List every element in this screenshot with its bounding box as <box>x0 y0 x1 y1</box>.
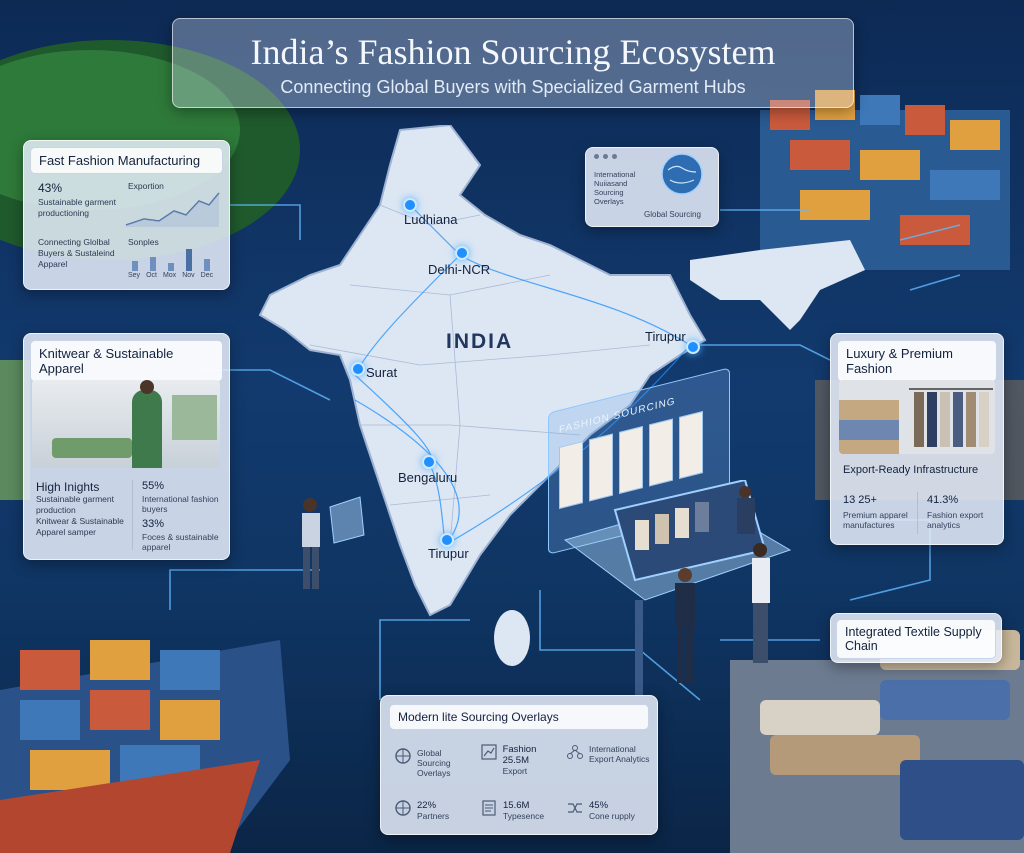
fast-fashion-title: Fast Fashion Manufacturing <box>30 147 223 174</box>
city-dot-tirupur-east[interactable] <box>686 340 700 354</box>
trend-chart-icon <box>481 744 497 760</box>
clothing-rack-photo <box>839 380 995 454</box>
person-icon <box>752 543 770 663</box>
insights-title: High Inights <box>36 480 100 494</box>
overlay-item-value: 15.6M <box>503 800 530 811</box>
bar-chart-icon <box>132 249 210 271</box>
month-label: Mox <box>162 272 177 279</box>
overlay-item-label: Partners <box>417 811 450 821</box>
insight-2: Knitwear & Sustainable Apparel samper <box>36 516 124 537</box>
global-sourcing-panel: International Nuiiasand Sourcing Overlay… <box>585 147 719 227</box>
fast-fashion-stat-value: 43% <box>38 181 63 195</box>
overlay-item[interactable]: 22% Partners <box>395 800 475 821</box>
luxury-stat2-value: 41.3% <box>927 494 959 506</box>
month-label: Sey <box>128 272 141 279</box>
globe-icon <box>395 800 411 816</box>
city-dot-delhi[interactable] <box>455 246 469 260</box>
city-dot-bengaluru[interactable] <box>422 455 436 469</box>
overlay-item[interactable]: 15.6M Typesence <box>481 800 561 821</box>
global-sourcing-text: International Nuiiasand Sourcing Overlay… <box>594 170 636 206</box>
overlay-item-label: Typesence <box>503 811 545 821</box>
knitwear-stat2-value: 33% <box>142 518 165 530</box>
network-icon <box>567 745 583 759</box>
container-stack-icon <box>760 90 1010 270</box>
global-sourcing-label: Global Sourcing <box>644 210 701 219</box>
overlay-item-label: Cone rupply <box>589 811 635 821</box>
chart2-label: Sonples <box>128 237 159 247</box>
overlay-item-value: 45% <box>589 800 609 811</box>
chart1-label: Exportion <box>128 181 164 191</box>
insight-1: Sustainable garment production <box>36 494 114 515</box>
globe-icon <box>661 153 703 195</box>
overlay-item[interactable]: Fashion 25.5M Export <box>481 744 561 776</box>
globe-icon <box>395 748 411 764</box>
month-label: Dec <box>200 272 214 279</box>
fast-fashion-connect-text: Connecting Glolbal Buyers & Sustaleind A… <box>38 237 115 269</box>
garment-thumb[interactable] <box>649 418 673 487</box>
luxury-title: Luxury & Premium Fashion <box>837 340 997 382</box>
luxury-stat2-text: Fashion export analytics <box>927 510 984 530</box>
overlay-item-value: 22% <box>417 800 437 811</box>
divider <box>132 480 133 550</box>
garment-thumb[interactable] <box>679 411 703 480</box>
overlay-item[interactable]: International Export Analytics <box>567 744 653 764</box>
cargo-ship-icon <box>0 640 290 853</box>
fast-fashion-stat-text: Sustainable garment productioning <box>38 197 116 218</box>
document-icon <box>482 800 496 816</box>
knitwear-stat1-value: 55% <box>142 480 165 492</box>
city-dot-tirupur-south[interactable] <box>440 533 454 547</box>
fast-fashion-panel: Fast Fashion Manufacturing 43% Sustainab… <box>23 140 230 290</box>
person-icon <box>675 568 695 683</box>
knitwear-stat2-text: Foces & sustainable apparel <box>142 532 219 552</box>
textile-panel: Integrated Textile Supply Chain <box>830 613 1002 663</box>
overlays-panel: Modern lite Sourcing Overlays Global Sou… <box>380 695 658 835</box>
luxury-panel: Luxury & Premium Fashion Export-Ready In… <box>830 333 1004 545</box>
overlay-item-value: Global Sourcing Overlays <box>417 748 451 778</box>
knitwear-photo <box>32 380 220 468</box>
window-dots <box>594 154 617 159</box>
india-map <box>258 125 707 617</box>
city-label-bengaluru: Bengaluru <box>398 470 458 485</box>
knitwear-title: Knitwear & Sustainable Apparel <box>30 340 223 382</box>
map-country-label: INDIA <box>446 330 514 353</box>
sourcing-console-scene <box>563 480 792 695</box>
knitwear-stat1-text: International fashion buyers <box>142 494 219 514</box>
header-panel: India’s Fashion Sourcing Ecosystem Conne… <box>172 18 854 108</box>
shuffle-icon <box>568 803 582 813</box>
month-axis: Sey Oct Mox Nov Dec <box>128 272 213 279</box>
divider <box>917 492 918 534</box>
knitwear-panel: Knitwear & Sustainable Apparel High Inig… <box>23 333 230 560</box>
luxury-stat1-text: Premium apparel manufactures <box>843 510 908 530</box>
luxury-subtitle: Export-Ready Infrastructure <box>843 464 979 476</box>
month-label: Oct <box>146 272 157 279</box>
textile-title: Integrated Textile Supply Chain <box>836 619 996 659</box>
city-dot-ludhiana[interactable] <box>403 198 417 212</box>
city-label-ludhiana: Ludhiana <box>404 212 458 227</box>
person-with-tablet-icon <box>302 496 365 589</box>
overlay-item[interactable]: Global Sourcing Overlays <box>395 748 475 778</box>
overlay-item[interactable]: 45% Cone rupply <box>567 800 653 821</box>
overlay-item-value: Fashion 25.5M <box>502 744 537 766</box>
page-title: India’s Fashion Sourcing Ecosystem <box>250 32 776 72</box>
city-label-delhi: Delhi-NCR <box>428 262 491 277</box>
city-label-tirupur-east: Tirupur <box>645 329 686 344</box>
city-dot-surat[interactable] <box>351 362 365 376</box>
city-label-surat: Surat <box>366 365 398 380</box>
overlays-title: Modern lite Sourcing Overlays <box>389 704 649 730</box>
page-subtitle: Connecting Global Buyers with Specialize… <box>280 77 746 97</box>
overlay-item-value: International Export Analytics <box>589 744 650 764</box>
luxury-stat1-value: 13 25+ <box>843 494 877 506</box>
overlay-item-label: Export <box>502 766 528 776</box>
line-chart-icon <box>125 192 220 227</box>
person-icon <box>737 486 755 534</box>
month-label: Nov <box>182 272 195 279</box>
city-label-tirupur-south: Tirupur <box>428 546 469 561</box>
